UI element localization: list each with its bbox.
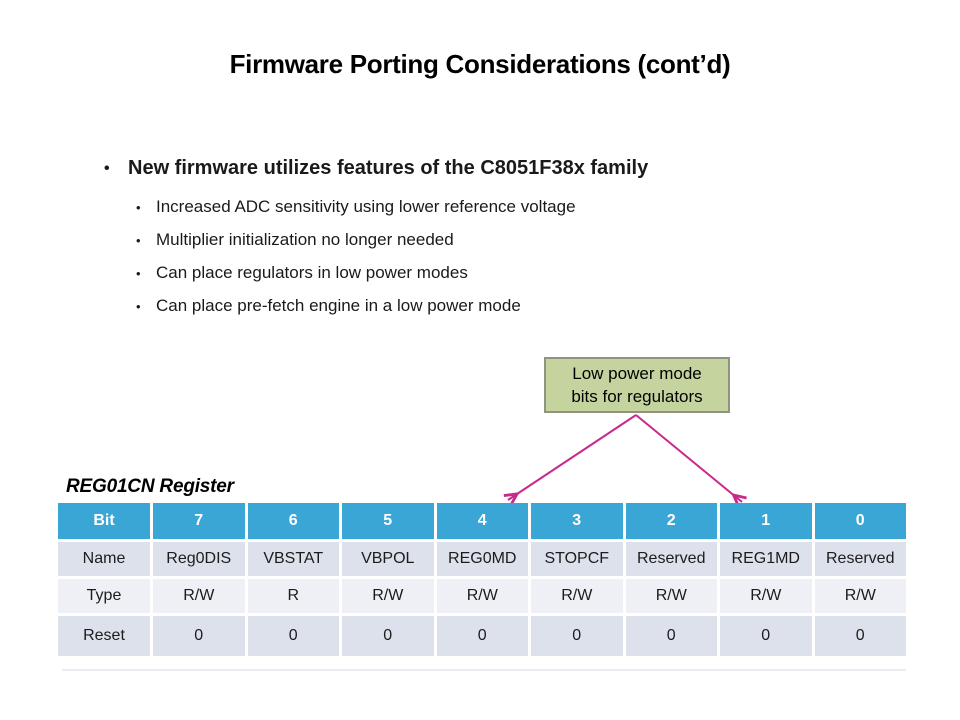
list-item: • Multiplier initialization no longer ne… (136, 229, 776, 252)
table-bottom-line (62, 669, 906, 671)
table-cell: 0 (720, 616, 812, 656)
table-row-label: Name (58, 542, 150, 576)
table-cell: 0 (814, 616, 906, 656)
arrow-left (508, 414, 637, 500)
table-header-cell: 4 (436, 503, 528, 539)
table-cell: R/W (720, 579, 812, 613)
bullet-sub-text: Multiplier initialization no longer need… (156, 230, 454, 249)
table-header-cell: 0 (814, 503, 906, 539)
list-item: • Can place regulators in low power mode… (136, 262, 776, 285)
table-cell: REG1MD (720, 542, 812, 576)
table-cell: 0 (436, 616, 528, 656)
bullet-icon: • (136, 266, 141, 281)
table-header-cell: 3 (531, 503, 623, 539)
table-header-cell: 2 (625, 503, 717, 539)
register-label: REG01CN Register (66, 476, 234, 497)
callout-line2: bits for regulators (571, 387, 703, 406)
bullet-sub-text: Increased ADC sensitivity using lower re… (156, 197, 576, 216)
callout-line1: Low power mode (572, 364, 702, 383)
table-cell: R/W (153, 579, 245, 613)
table-header-cell: 1 (720, 503, 812, 539)
table-cell: VBSTAT (247, 542, 339, 576)
table-cell: VBPOL (342, 542, 434, 576)
bullet-main-text: New firmware utilizes features of the C8… (128, 157, 649, 179)
table-header-cell: 6 (247, 503, 339, 539)
arrow-right (635, 414, 742, 502)
bullet-icon: • (136, 200, 141, 215)
table-cell: 0 (153, 616, 245, 656)
table-cell: 0 (531, 616, 623, 656)
table-row-label: Type (58, 579, 150, 613)
table-header-cell: Bit (58, 503, 150, 539)
table-cell: STOPCF (531, 542, 623, 576)
bullet-main: • New firmware utilizes features of the … (104, 156, 824, 181)
table-cell: R/W (436, 579, 528, 613)
table-cell: R/W (814, 579, 906, 613)
callout-box: Low power mode bits for regulators (544, 357, 730, 413)
page-title: Firmware Porting Considerations (cont’d) (229, 49, 731, 79)
table-header-cell: 5 (342, 503, 434, 539)
table-cell: R/W (531, 579, 623, 613)
list-item: • Increased ADC sensitivity using lower … (136, 196, 776, 219)
bullet-icon: • (136, 299, 141, 314)
table-cell: R/W (342, 579, 434, 613)
table-cell: Reg0DIS (153, 542, 245, 576)
table-cell: R/W (625, 579, 717, 613)
table-cell: R (247, 579, 339, 613)
table-cell: 0 (625, 616, 717, 656)
bullet-sub-text: Can place regulators in low power modes (156, 263, 468, 282)
table-header-cell: 7 (153, 503, 245, 539)
register-table: Bit 7 6 5 4 3 2 1 0 Name Reg0DIS VBSTAT … (58, 503, 906, 656)
list-item: • Can place pre-fetch engine in a low po… (136, 295, 776, 318)
table-cell: Reserved (625, 542, 717, 576)
table-row-label: Reset (58, 616, 150, 656)
table-cell: REG0MD (436, 542, 528, 576)
bullet-icon: • (136, 233, 141, 248)
bullet-icon: • (104, 160, 110, 177)
table-cell: 0 (342, 616, 434, 656)
table-cell: Reserved (814, 542, 906, 576)
bullet-sub-text: Can place pre-fetch engine in a low powe… (156, 296, 521, 315)
bullet-sub-list: • Increased ADC sensitivity using lower … (136, 196, 776, 328)
table-cell: 0 (247, 616, 339, 656)
